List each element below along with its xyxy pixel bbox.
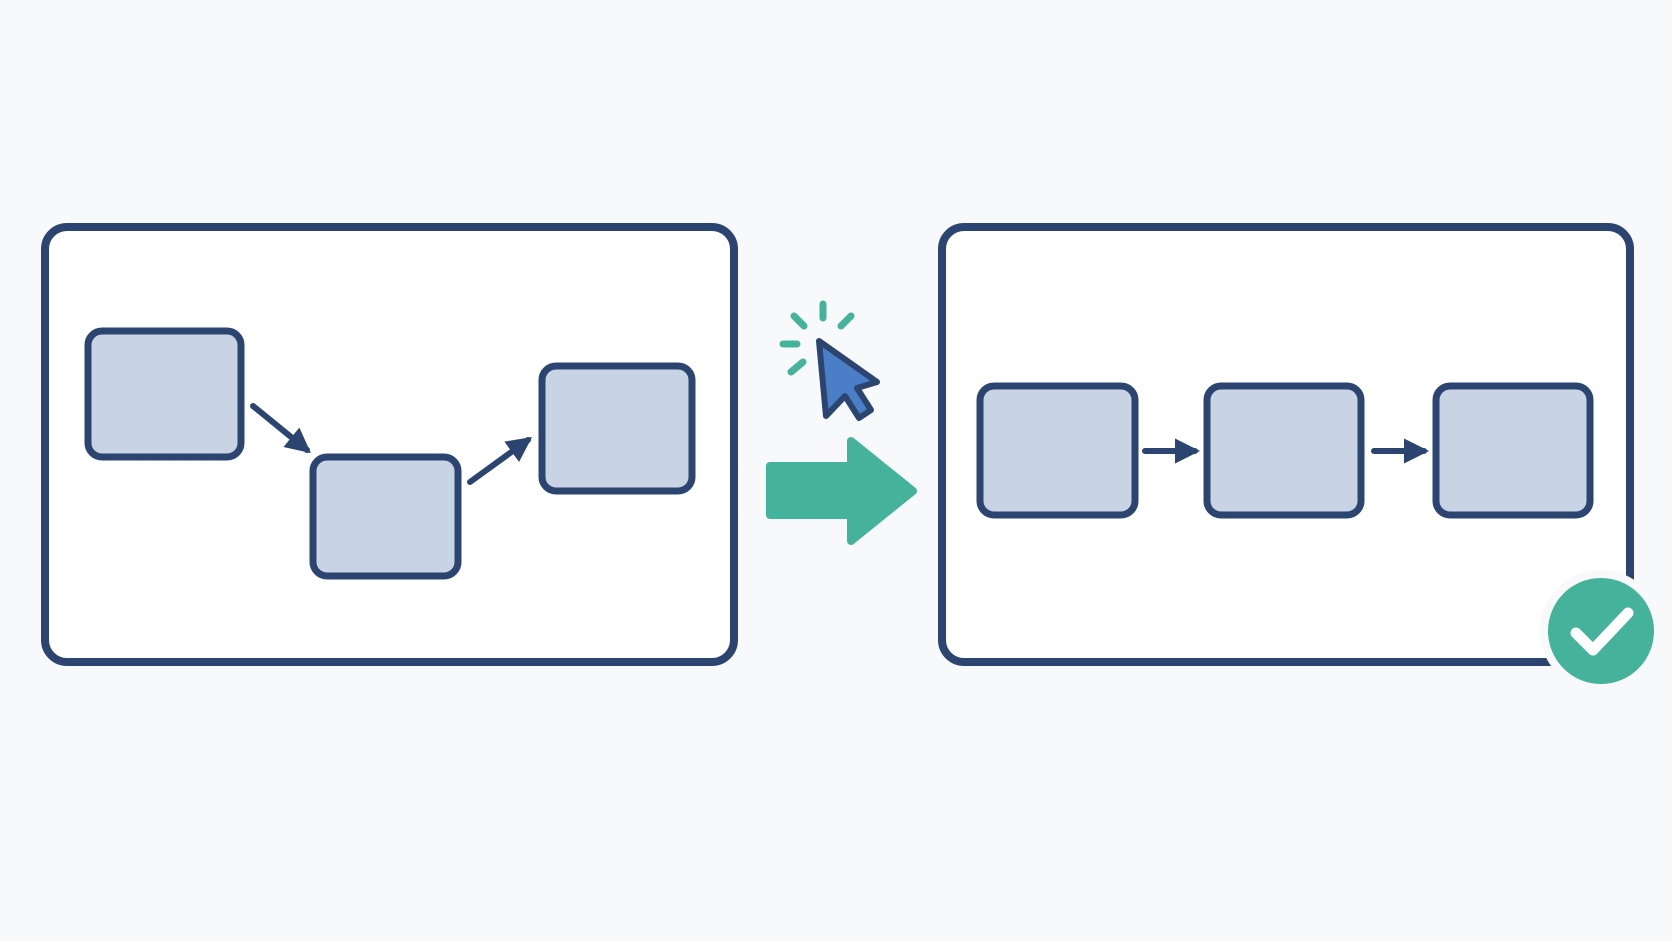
before-box-3 — [538, 362, 696, 495]
click-burst-icon — [779, 300, 855, 376]
after-box-2 — [1203, 382, 1365, 519]
before-panel — [41, 223, 738, 666]
mouse-pointer-icon — [816, 338, 880, 421]
right-arrow-icon — [766, 437, 917, 545]
burst-line-bottom-left — [787, 358, 807, 376]
after-panel — [938, 223, 1634, 666]
after-box-1 — [976, 382, 1139, 519]
burst-line-top-left — [790, 312, 808, 330]
success-badge — [1548, 578, 1654, 684]
after-box-3 — [1432, 382, 1594, 519]
check-mark — [1570, 607, 1634, 656]
before-box-1 — [84, 327, 245, 461]
before-connector-1 — [250, 403, 311, 454]
checkmark-circle-icon — [1540, 570, 1662, 692]
before-connector-2 — [467, 437, 533, 485]
before-box-2 — [309, 453, 462, 580]
burst-line-top-right — [837, 312, 855, 330]
